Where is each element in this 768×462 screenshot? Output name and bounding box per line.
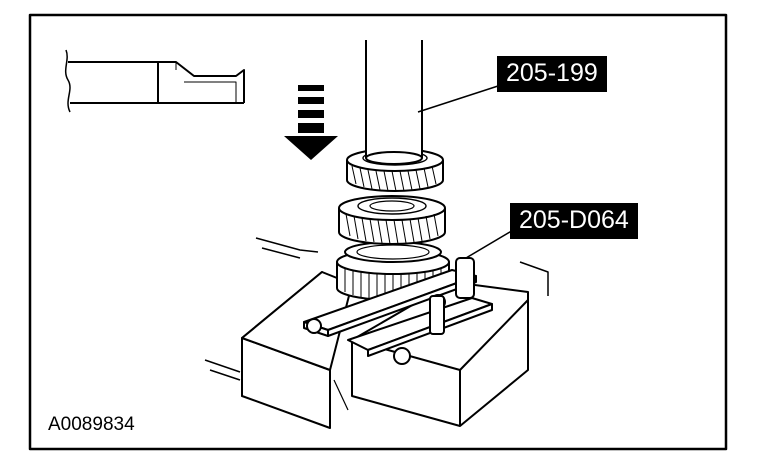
press-base <box>204 237 549 429</box>
press-direction-arrow <box>284 85 338 160</box>
leader-line-tool-a <box>417 85 499 113</box>
figure-frame <box>28 13 728 451</box>
press-tube <box>365 40 423 165</box>
tool-tip-inset <box>64 49 245 113</box>
callout-tool-205-199: 205-199 <box>497 56 607 92</box>
gear-teeth-middle <box>345 213 439 245</box>
split-plate-tool <box>303 257 493 365</box>
gear-teeth-top <box>351 165 437 192</box>
callout-tool-205-d064: 205-D064 <box>510 203 638 239</box>
figure-id: A0089834 <box>48 414 135 435</box>
